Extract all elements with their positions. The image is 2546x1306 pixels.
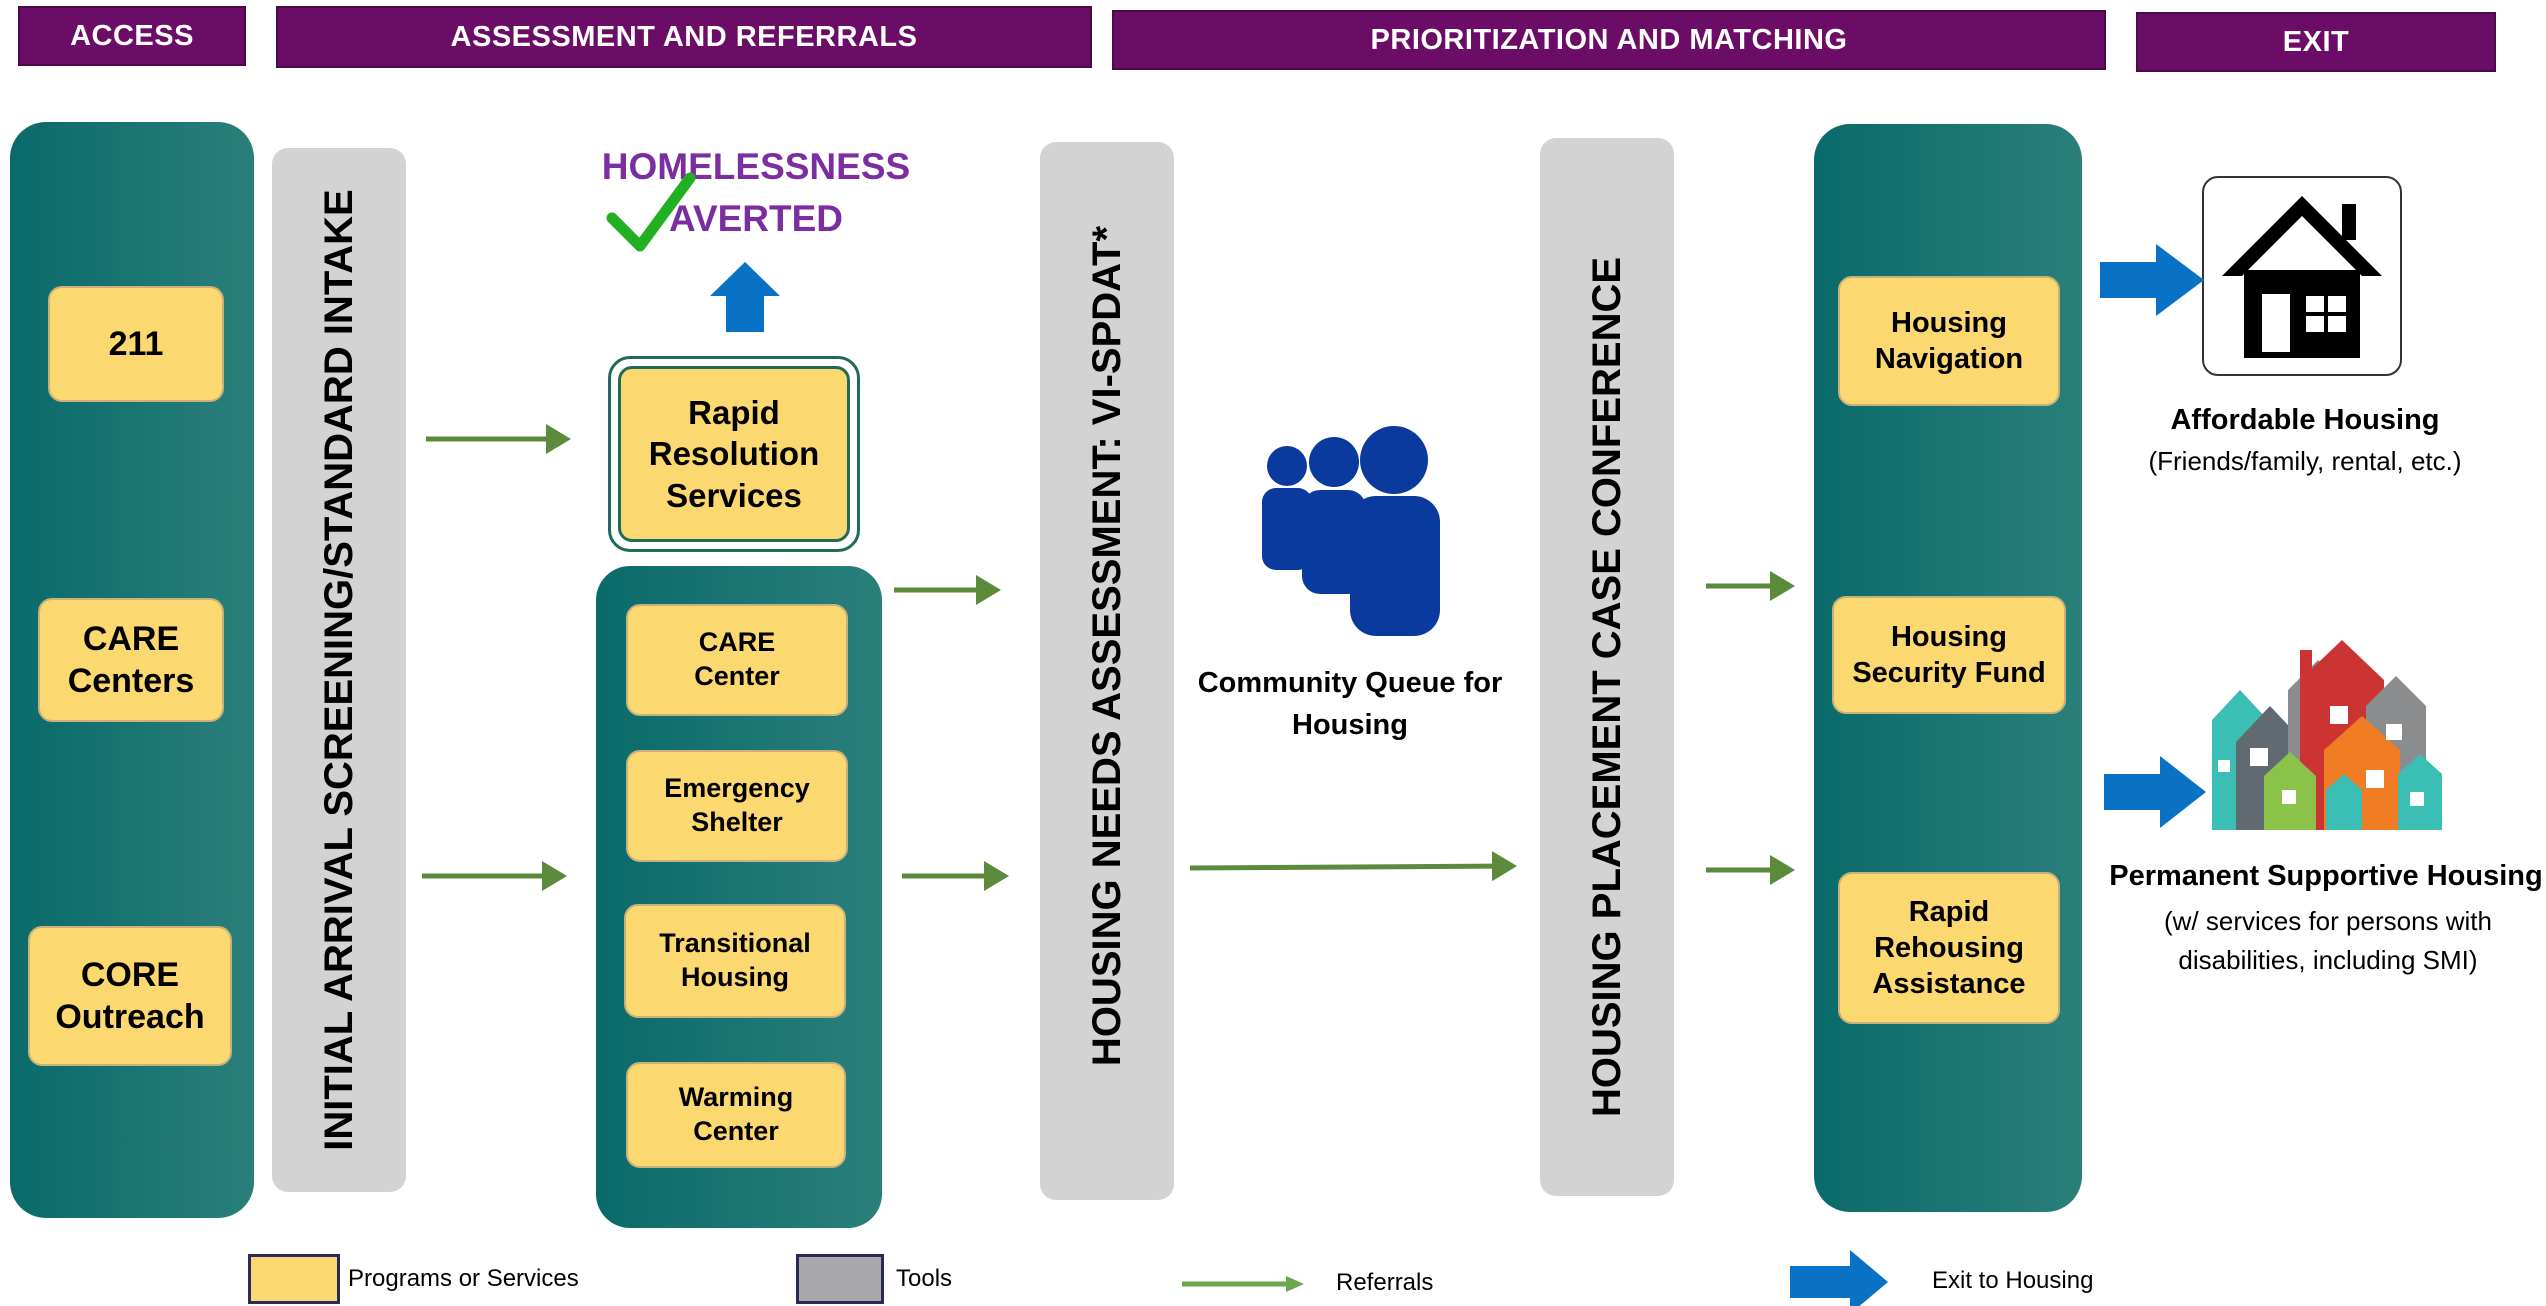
header-assessment-referrals: ASSESSMENT AND REFERRALS xyxy=(276,6,1092,68)
psh-sub: (w/ services for persons with disabiliti… xyxy=(2164,906,2492,975)
referral-arrow xyxy=(1189,851,1517,882)
exit-program-rapid-rehousing: Rapid Rehousing Assistance xyxy=(1838,872,2060,1024)
access-item-care-centers: CARE Centers xyxy=(38,598,224,722)
psh-title: Permanent Supportive Housing xyxy=(2109,860,2543,892)
legend-exit-label: Exit to Housing xyxy=(1932,1267,2094,1294)
legend-tools-label: Tools xyxy=(896,1265,953,1292)
conference-tool-bar xyxy=(1540,138,1674,1196)
access-item-211: 211 xyxy=(48,286,224,402)
rapid-resolution-frame xyxy=(608,356,860,552)
shelter-item-warming-center: Warming Center xyxy=(626,1062,846,1168)
affordable-housing-title: Affordable Housing xyxy=(2170,404,2440,436)
legend-referrals-label: Referrals xyxy=(1336,1269,1434,1296)
assessment-tool-bar xyxy=(1040,142,1174,1200)
exit-arrow-psh xyxy=(2104,756,2206,828)
shelter-item-transitional-housing: Transitional Housing xyxy=(624,904,846,1018)
intake-tool-bar xyxy=(272,148,406,1192)
shelter-item-emergency-shelter: Emergency Shelter xyxy=(626,750,848,862)
intake-label: INITIAL ARRIVAL SCREENING/STANDARD INTAK… xyxy=(317,189,361,1151)
exit-program-housing-security-fund: Housing Security Fund xyxy=(1832,596,2066,714)
header-access: ACCESS xyxy=(18,6,246,66)
legend-tools-swatch xyxy=(796,1254,884,1304)
legend-programs-swatch xyxy=(248,1254,340,1304)
shelter-item-care-center: CARE Center xyxy=(626,604,848,716)
legend-programs-label: Programs or Services xyxy=(348,1265,579,1292)
header-exit: EXIT xyxy=(2136,12,2496,72)
affordable-housing-icon-frame xyxy=(2202,176,2402,376)
averted-line2: AVERTED xyxy=(668,198,844,239)
affordable-housing-sub: (Friends/family, rental, etc.) xyxy=(2148,446,2462,476)
averted-line1: HOMELESSNESS xyxy=(601,146,911,187)
exit-arrow-affordable xyxy=(2100,244,2204,316)
access-item-core-outreach: CORE Outreach xyxy=(28,926,232,1066)
assessment-label: HOUSING NEEDS ASSESSMENT: VI-SPDAT* xyxy=(1085,225,1129,1067)
conference-label: HOUSING PLACEMENT CASE CONFERENCE xyxy=(1585,256,1629,1118)
header-prioritization-matching: PRIORITIZATION AND MATCHING xyxy=(1112,10,2106,70)
community-queue-label: Community Queue for Housing xyxy=(1197,667,1503,742)
rapid-resolution-services: Rapid Resolution Services xyxy=(618,366,850,542)
exit-program-housing-navigation: Housing Navigation xyxy=(1838,276,2060,406)
